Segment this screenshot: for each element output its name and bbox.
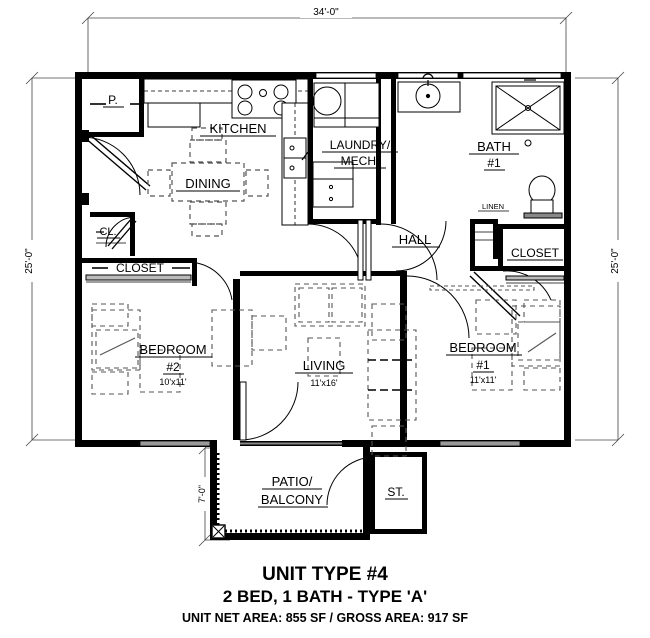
room-label-closet-2: CLOSET bbox=[116, 261, 165, 275]
room-label-laundry-line2: MECH. bbox=[341, 154, 380, 168]
room-size-bedroom-2: 10'x11' bbox=[159, 377, 187, 387]
interior-floor bbox=[82, 79, 564, 533]
door-leaf-entry bbox=[83, 132, 151, 191]
room-size-living: 11'x16' bbox=[310, 378, 338, 388]
bath-fixtures bbox=[397, 73, 565, 219]
dining-furniture bbox=[147, 127, 269, 237]
room-label-bedroom-1: BEDROOM bbox=[449, 340, 516, 355]
room-label-storage: ST. bbox=[387, 485, 404, 499]
room-label-pantry: P. bbox=[108, 93, 118, 107]
room-number-bath-1: #1 bbox=[487, 156, 501, 170]
doors bbox=[81, 130, 552, 506]
room-label-closet-1: CLOSET bbox=[511, 246, 560, 260]
title-bed-bath: 2 BED, 1 BATH - TYPE 'A' bbox=[223, 587, 427, 606]
dimension-labels: 34'-0" 25'-0" 25'-0" 7'-0" bbox=[24, 4, 626, 511]
kitchen-fixtures bbox=[143, 78, 309, 226]
windows bbox=[139, 72, 562, 447]
room-labels: P. KITCHEN DINING CL. CLOSET BEDROOM #2 … bbox=[97, 93, 563, 508]
room-number-bedroom-2: #2 bbox=[166, 360, 180, 374]
living-furniture bbox=[251, 283, 417, 457]
bedroom1-furniture bbox=[429, 285, 561, 391]
title-area: UNIT NET AREA: 855 SF / GROSS AREA: 917 … bbox=[182, 611, 468, 625]
title-unit-type: UNIT TYPE #4 bbox=[262, 564, 388, 585]
bedroom2-furniture bbox=[91, 303, 253, 395]
room-label-patio-line2: BALCONY bbox=[261, 492, 323, 507]
room-number-bedroom-1: #1 bbox=[476, 358, 490, 372]
room-label-linen: LINEN bbox=[482, 202, 504, 211]
dimension-right: 25'-0" bbox=[610, 248, 621, 274]
door-leaf-bedroom1 bbox=[469, 271, 521, 321]
sliding-door-patio bbox=[240, 441, 342, 446]
room-label-hall: HALL bbox=[399, 232, 432, 247]
dimension-top: 34'-0" bbox=[313, 7, 339, 18]
laundry-fixtures bbox=[312, 82, 380, 208]
room-label-laundry-line1: LAUNDRY/ bbox=[330, 138, 391, 152]
room-label-bath-1: BATH bbox=[477, 139, 511, 154]
room-label-coat-closet: CL. bbox=[99, 226, 116, 238]
room-label-bedroom-2: BEDROOM bbox=[139, 342, 206, 357]
dimension-patio-depth: 7'-0" bbox=[197, 485, 207, 503]
dimension-left: 25'-0" bbox=[24, 248, 35, 274]
room-label-dining: DINING bbox=[185, 176, 231, 191]
room-label-living: LIVING bbox=[303, 358, 346, 373]
closet-rods bbox=[85, 103, 565, 284]
room-size-bedroom-1: 11'x11' bbox=[470, 375, 497, 385]
title-block: UNIT TYPE #4 2 BED, 1 BATH - TYPE 'A' UN… bbox=[182, 564, 468, 625]
room-label-kitchen: KITCHEN bbox=[209, 121, 266, 136]
room-label-patio-line1: PATIO/ bbox=[272, 474, 313, 489]
patio-railing bbox=[211, 453, 362, 539]
